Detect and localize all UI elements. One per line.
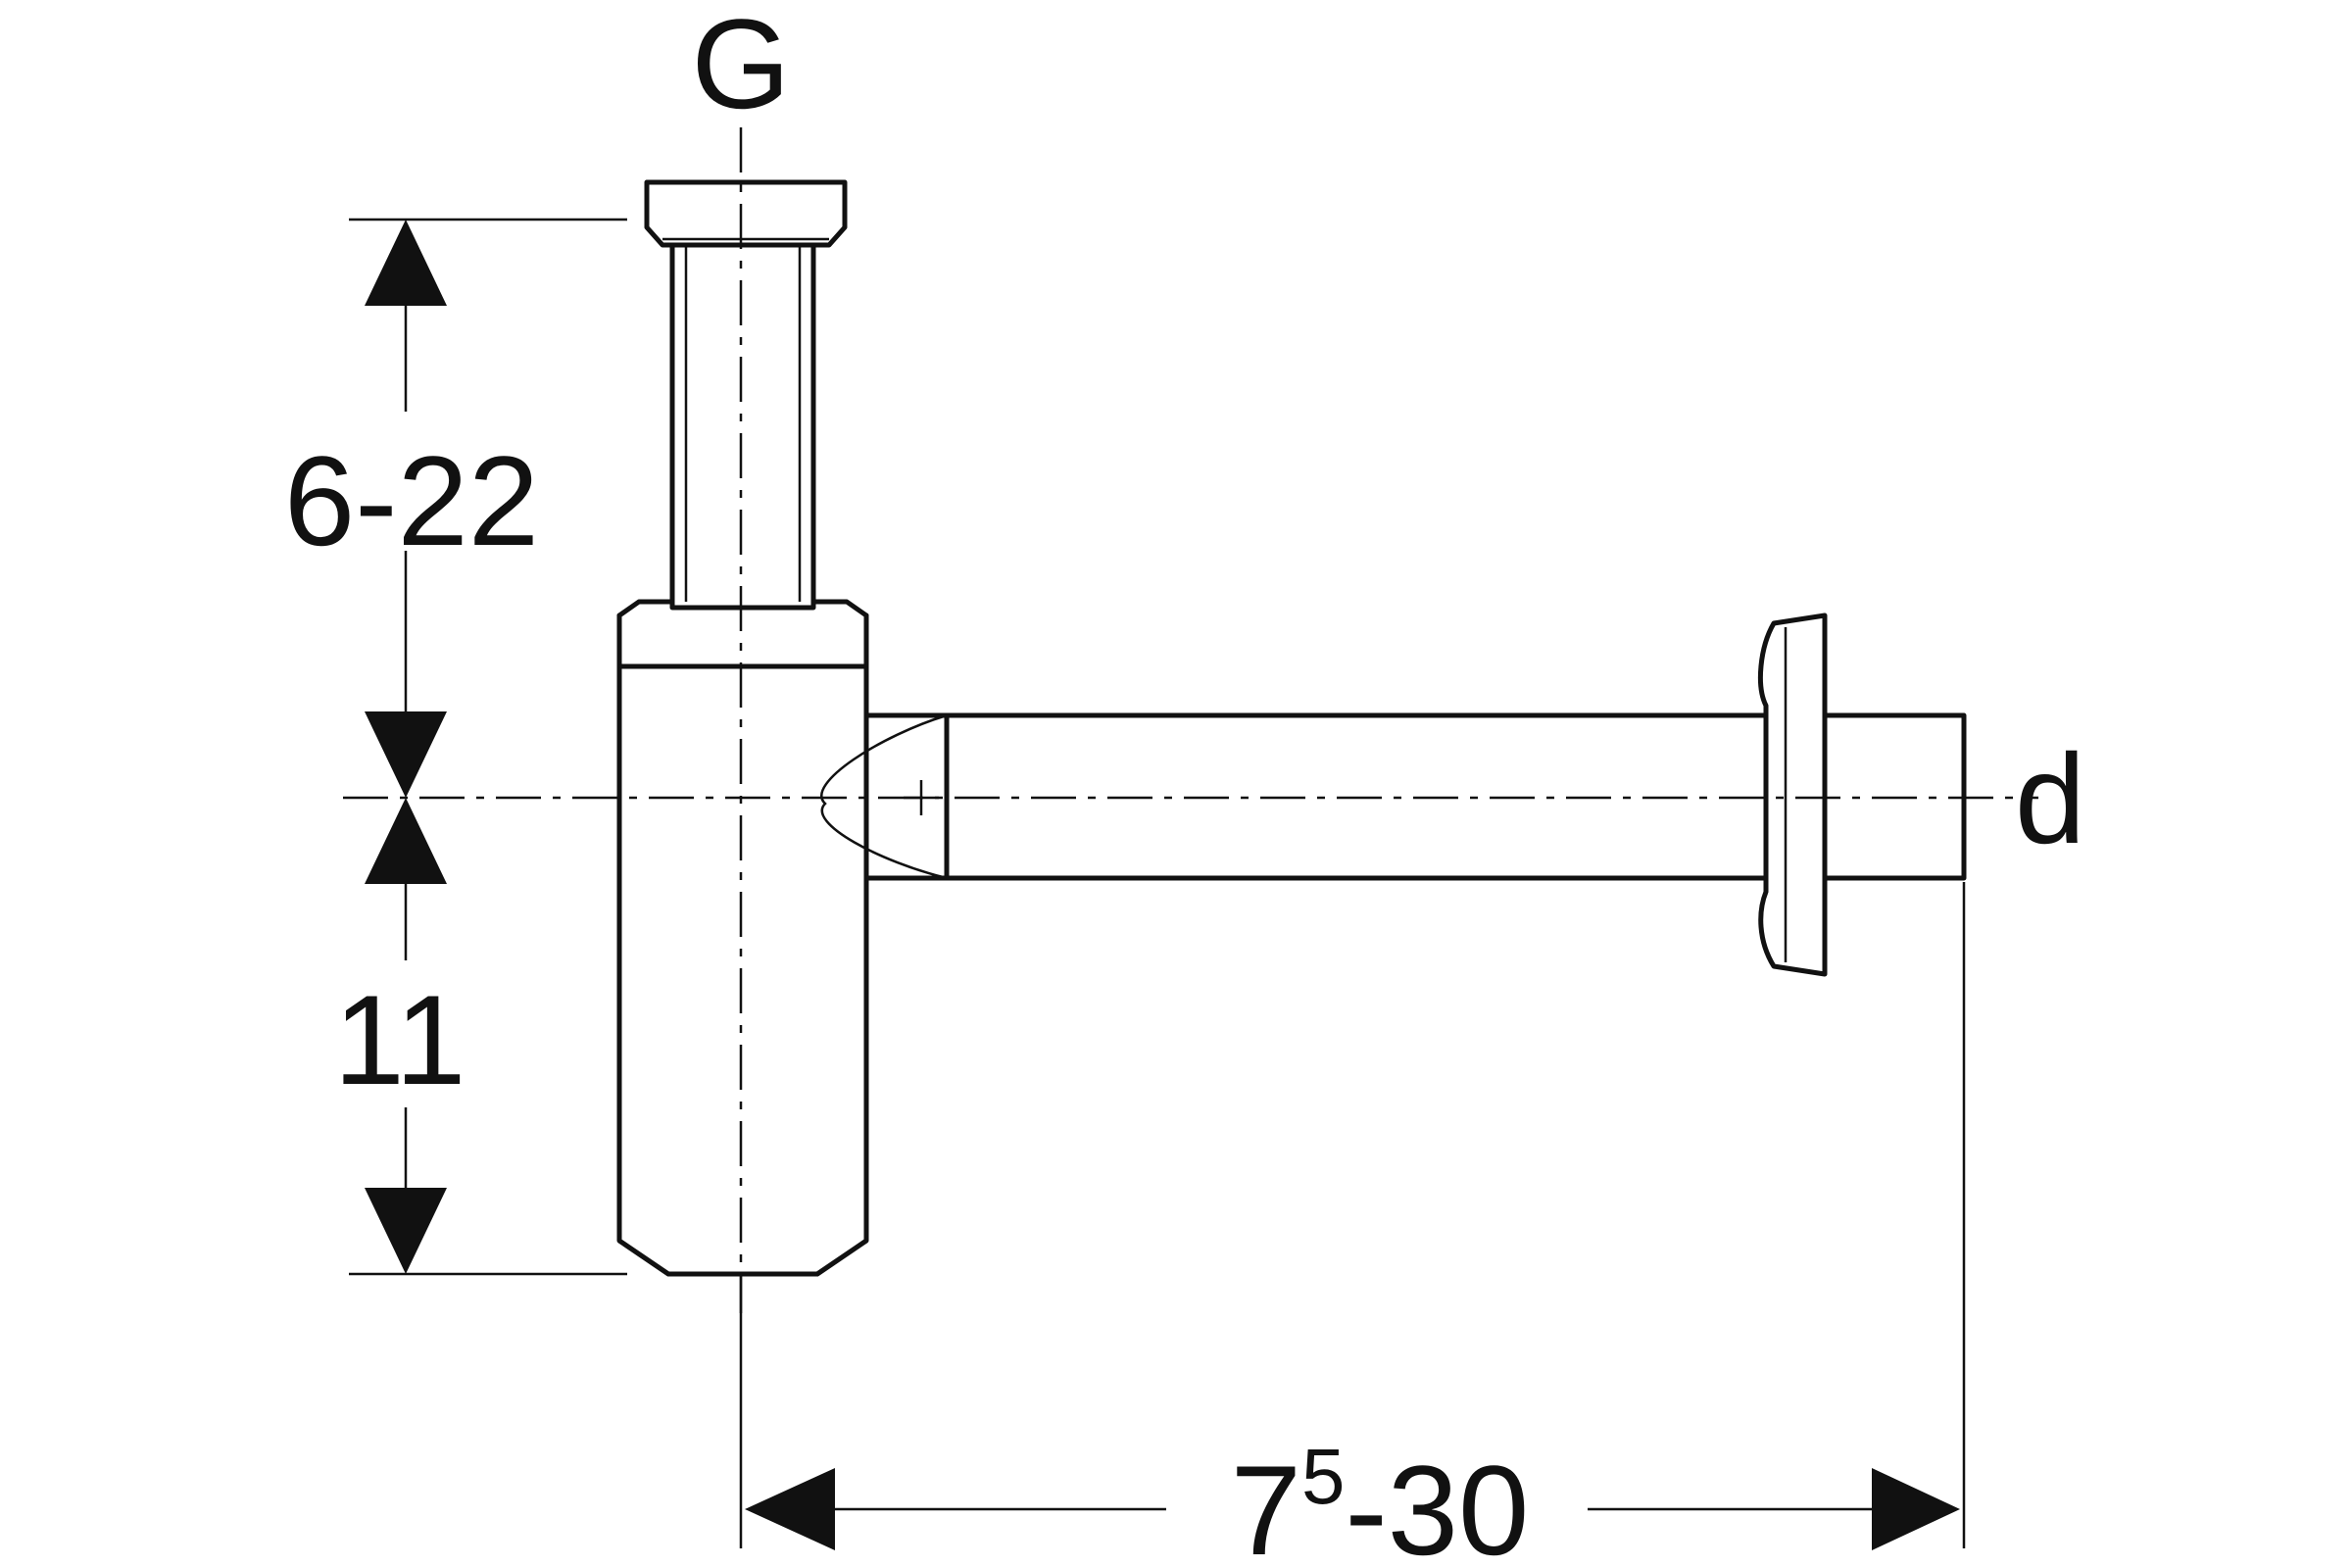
depth-label-base: 7 — [1231, 1439, 1301, 1568]
arrow-left-icon — [745, 1468, 835, 1550]
outlet-label: d — [2015, 727, 2085, 870]
depth-label: 75-30 — [1231, 1433, 1530, 1568]
extension-lines — [349, 218, 1966, 1548]
depth-label-rest: -30 — [1345, 1439, 1529, 1568]
inlet-label: G — [691, 0, 790, 135]
dimension-depth — [745, 1468, 1960, 1550]
depth-label-sup: 5 — [1301, 1433, 1346, 1520]
center-lines — [343, 127, 2038, 1313]
arrow-down-icon — [365, 711, 447, 798]
wall-rosette — [1757, 612, 1828, 977]
dimension-lower-height — [365, 798, 447, 1274]
arrow-down-icon — [365, 1188, 447, 1274]
inlet-cap — [644, 179, 848, 248]
arrow-right-icon — [1872, 1468, 1960, 1550]
inlet-tube — [669, 242, 816, 611]
arrow-up-icon — [365, 798, 447, 884]
dimension-height-adjust — [365, 220, 447, 798]
arrow-up-icon — [365, 220, 447, 306]
lower-height-label: 11 — [334, 968, 466, 1111]
height-adjust-label: 6-22 — [284, 429, 539, 572]
trap-body — [616, 599, 869, 1277]
